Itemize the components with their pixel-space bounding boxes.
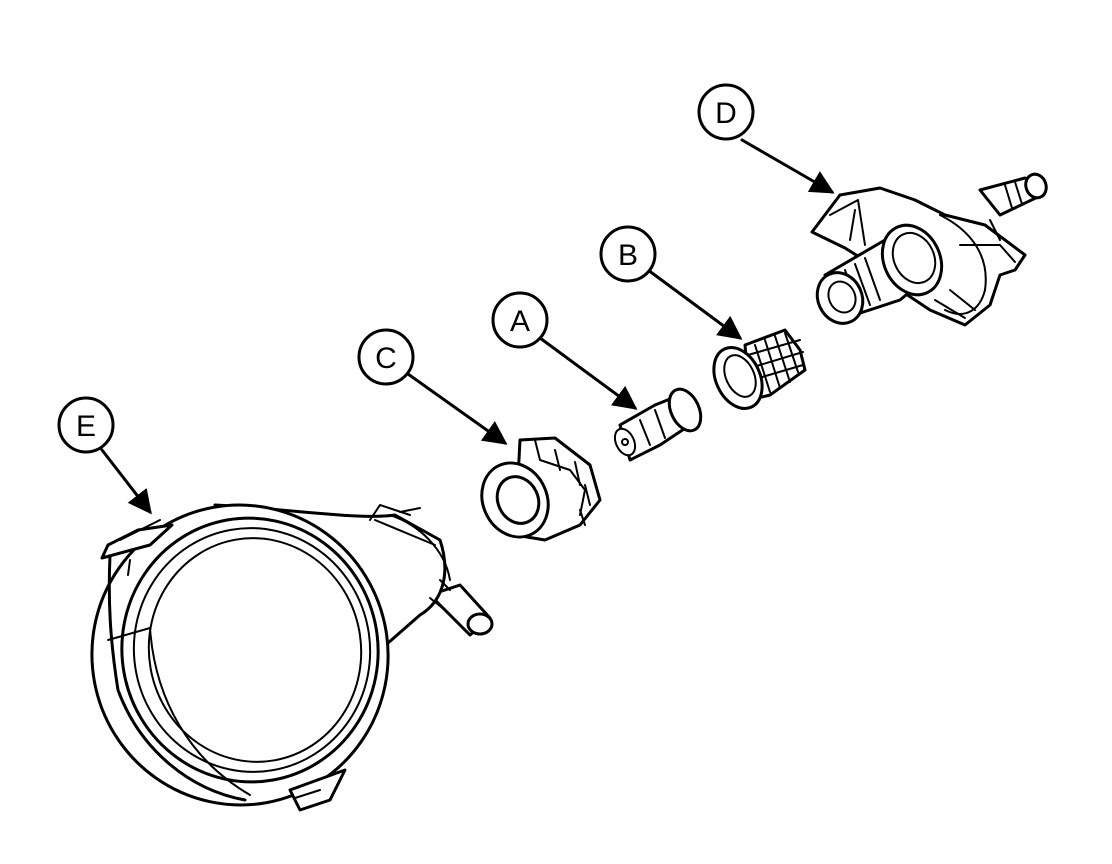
callout-b: B — [599, 225, 657, 283]
callout-d: D — [697, 83, 755, 141]
callout-a: A — [491, 291, 549, 349]
callout-e-label: E — [76, 410, 96, 443]
callout-b-label: B — [618, 239, 638, 272]
part-e-housing — [90, 503, 494, 812]
part-c-nut — [480, 436, 602, 542]
leader-e — [100, 448, 152, 515]
part-d-body — [810, 172, 1048, 327]
callout-c-label: C — [375, 342, 397, 375]
leader-b — [646, 268, 743, 340]
leader-d — [740, 138, 835, 194]
leader-a — [538, 336, 638, 410]
part-b-strainer — [712, 328, 807, 410]
part-a-insert — [613, 387, 703, 462]
leader-c — [406, 372, 508, 445]
callout-e: E — [57, 396, 115, 454]
callout-c: C — [357, 328, 415, 386]
callout-d-label: D — [715, 97, 737, 130]
callout-a-label: A — [510, 305, 530, 338]
